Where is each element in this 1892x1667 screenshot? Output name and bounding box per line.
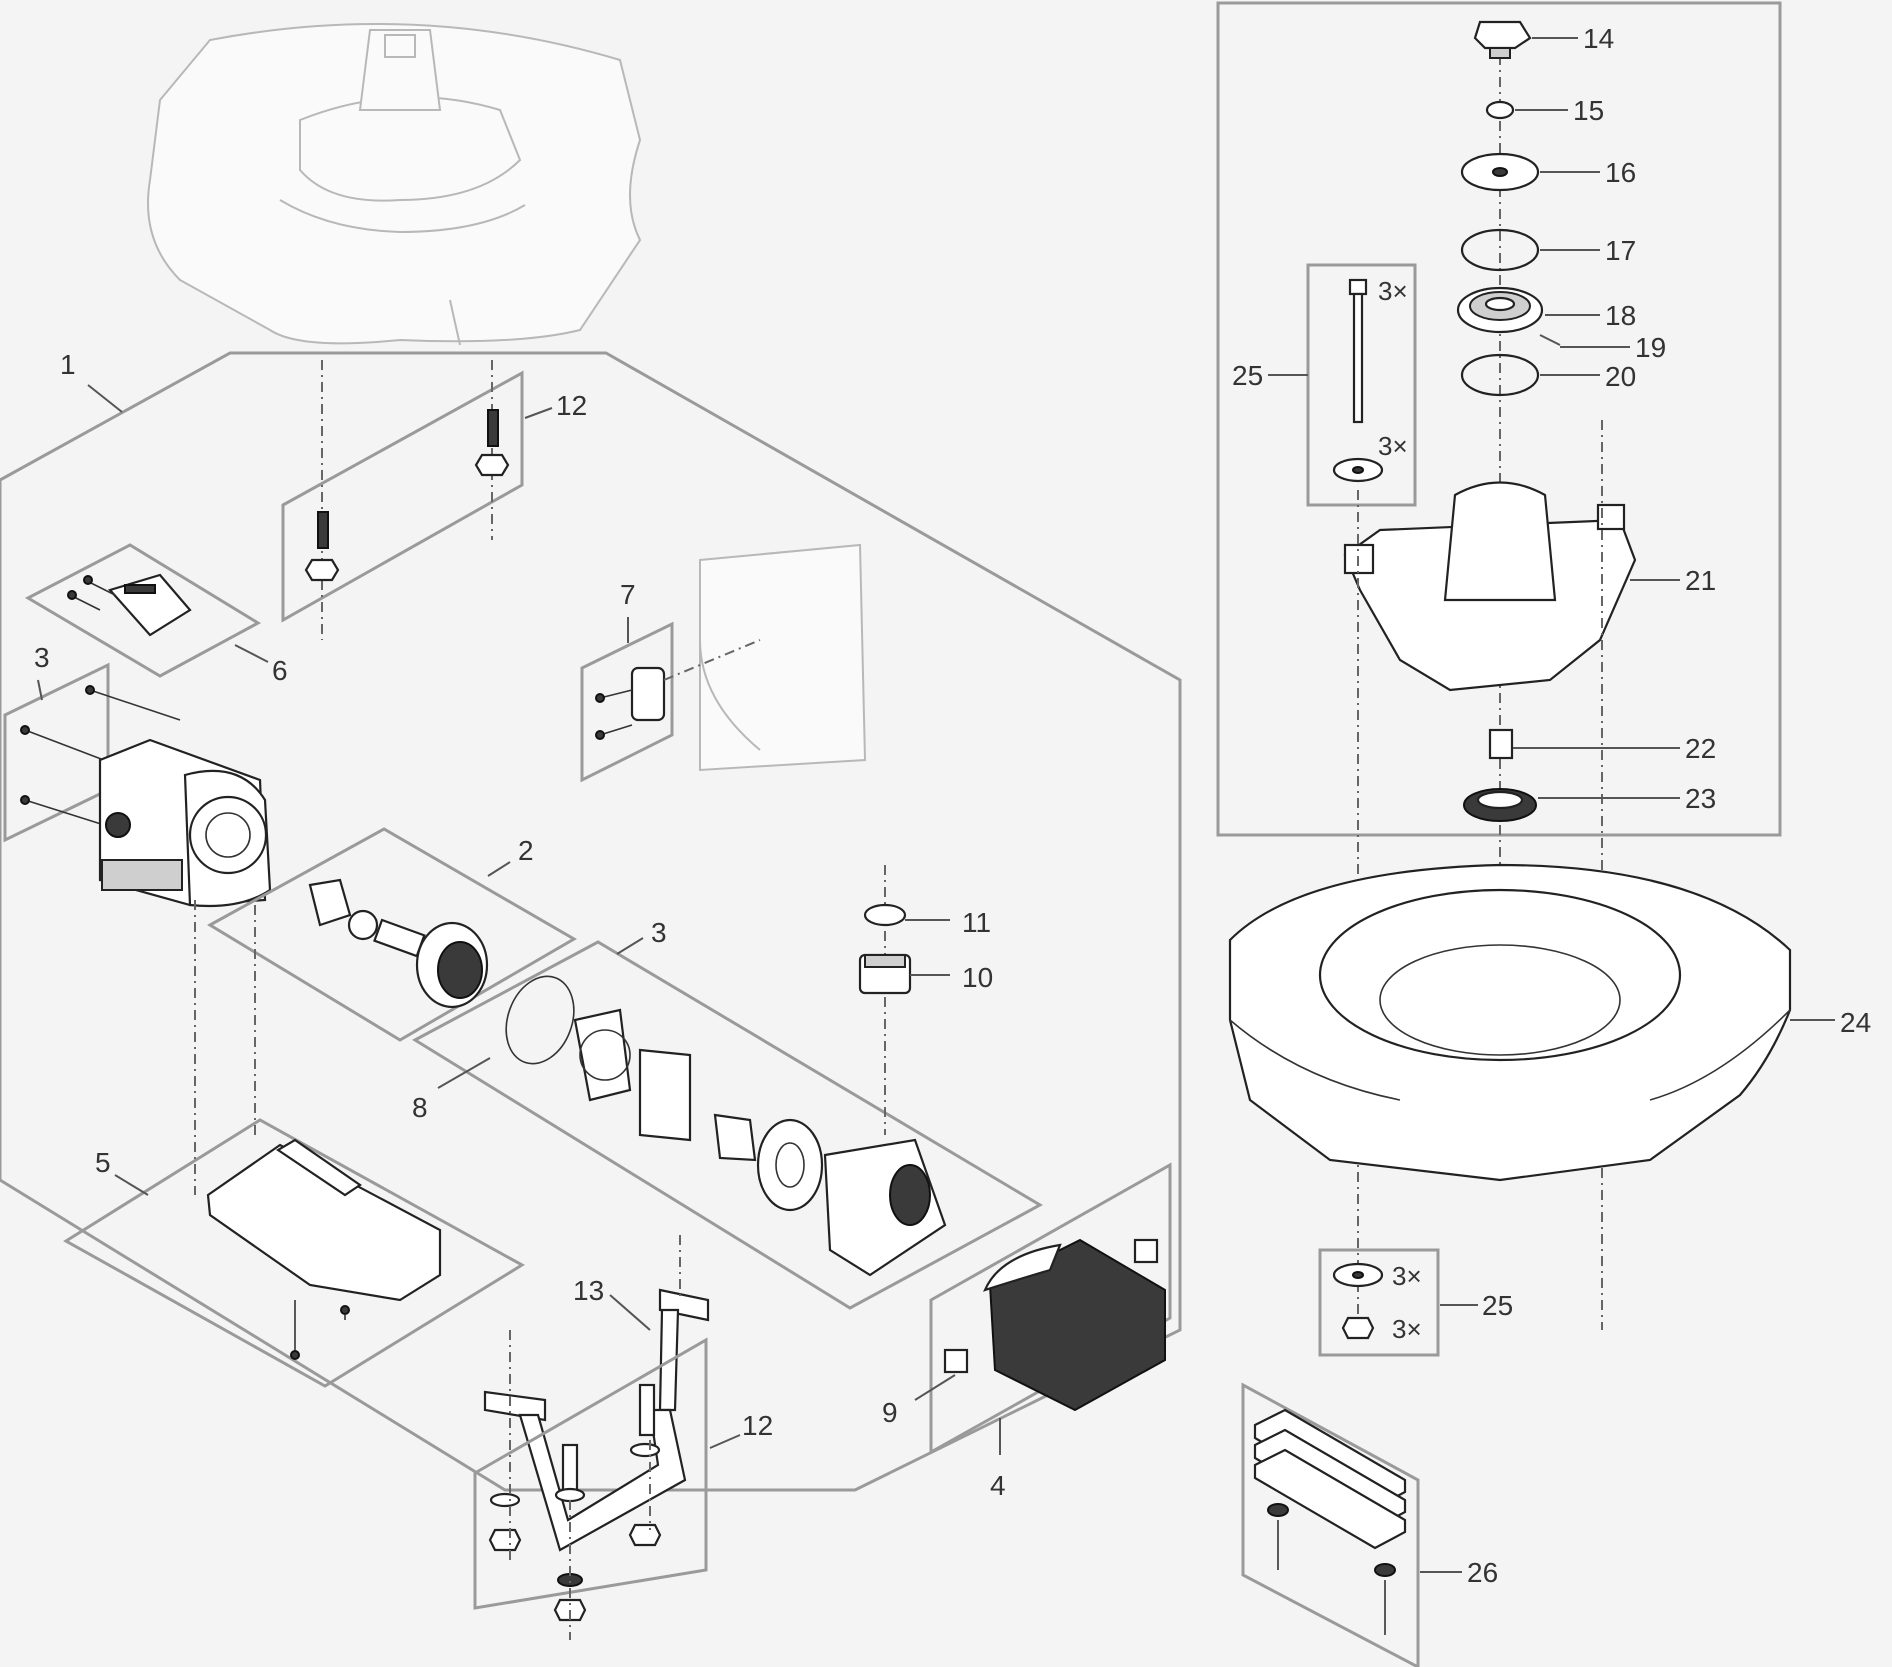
long-bolt (1348, 278, 1368, 424)
label-17: 17 (1605, 235, 1636, 266)
impeller-parts (505, 975, 947, 1277)
assembly-box-12-bottom (473, 1337, 708, 1610)
label-2: 2 (518, 835, 534, 866)
label-25-top: 25 (1232, 360, 1263, 391)
label-1: 1 (60, 349, 76, 380)
leader-1 (87, 384, 123, 413)
assembly-box-12-top (281, 370, 524, 623)
label-22: 22 (1685, 733, 1716, 764)
label-12-top: 12 (556, 390, 587, 421)
base-cover-part (206, 1138, 442, 1360)
washer-16 (1460, 152, 1540, 192)
label-25-bottom: 25 (1482, 1290, 1513, 1321)
washer-25-top (1332, 457, 1384, 483)
label-18: 18 (1605, 300, 1636, 331)
assembly-box-4 (929, 1162, 1172, 1455)
switch-cap-part (67, 573, 192, 637)
label-4: 4 (990, 1470, 1006, 1501)
o-ring-11 (863, 903, 907, 927)
assembly-box-25-bottom (1318, 1248, 1440, 1357)
assembly-box-26 (1241, 1382, 1420, 1667)
label-8: 8 (412, 1092, 428, 1123)
label-19: 19 (1635, 332, 1666, 363)
cable-connector-ghost (699, 543, 867, 772)
float-body-ghost (147, 23, 642, 346)
label-3-middle: 3 (651, 917, 667, 948)
float-body-24 (1228, 863, 1792, 1182)
qty-nut-bottom: 3× (1392, 1314, 1422, 1344)
label-26: 26 (1467, 1557, 1498, 1588)
label-6: 6 (272, 655, 288, 686)
label-24: 24 (1840, 1007, 1871, 1038)
bushing-22 (1488, 728, 1514, 760)
qty-bolt: 3× (1378, 276, 1408, 306)
label-16: 16 (1605, 157, 1636, 188)
assembly-box-7 (580, 621, 674, 783)
hose-connector-10 (858, 953, 912, 995)
label-3-left: 3 (34, 642, 50, 673)
o-ring-20 (1460, 353, 1540, 397)
rotor-part (308, 878, 489, 1009)
bracket-13 (483, 1288, 710, 1552)
strainer-cage-part (943, 1238, 1166, 1412)
label-11: 11 (962, 907, 991, 938)
label-9: 9 (882, 1397, 898, 1428)
qty-washer-bottom: 3× (1392, 1261, 1422, 1291)
label-20: 20 (1605, 361, 1636, 392)
assembly-box-6 (24, 543, 262, 678)
label-13: 13 (573, 1275, 604, 1306)
assembly-box-1 (0, 351, 1182, 1492)
label-10: 10 (962, 962, 993, 993)
label-7: 7 (620, 579, 636, 610)
label-12-bottom: 12 (742, 1410, 773, 1441)
bearing-18 (1456, 286, 1544, 334)
ring-15 (1485, 100, 1515, 120)
seal-23 (1463, 788, 1537, 822)
qty-washer-top: 3× (1378, 431, 1408, 461)
housing-21 (1343, 481, 1637, 692)
threaded-stud (304, 409, 510, 582)
nut-25-bottom (1341, 1316, 1375, 1340)
assembly-box-25-top (1306, 263, 1417, 507)
assembly-box-2 (207, 827, 577, 1042)
motor-housing (98, 738, 272, 908)
label-15: 15 (1573, 95, 1604, 126)
label-5: 5 (95, 1147, 111, 1178)
label-21: 21 (1685, 565, 1716, 596)
cable-cover-part (595, 639, 761, 740)
weight-plates-26 (1253, 1408, 1407, 1635)
washer-25-bottom (1332, 1262, 1384, 1288)
bolts-nuts-bottom (488, 1235, 681, 1640)
label-14: 14 (1583, 23, 1614, 54)
plug-14 (1473, 20, 1532, 59)
label-23: 23 (1685, 783, 1716, 814)
o-ring-17 (1460, 228, 1540, 272)
assembly-box-3-middle (411, 940, 1044, 1310)
assembly-box-5 (63, 1118, 525, 1388)
